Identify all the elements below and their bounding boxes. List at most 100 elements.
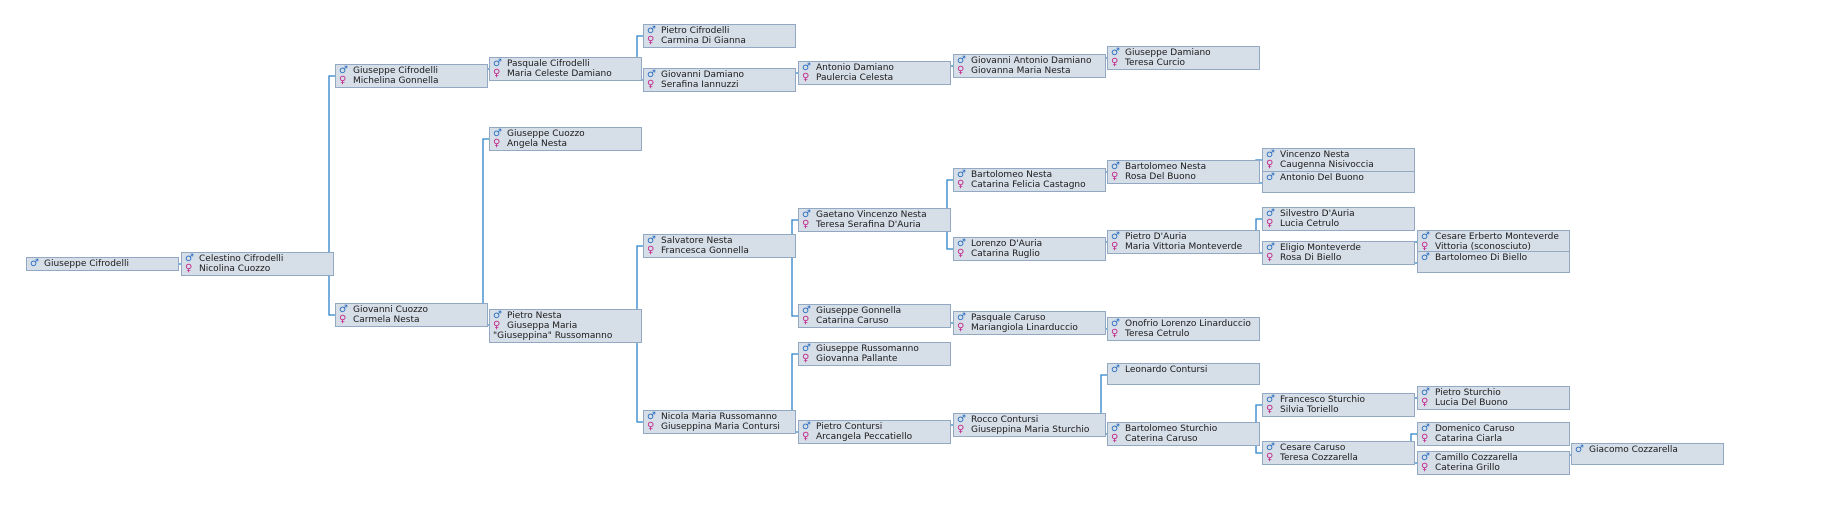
male-name: Vincenzo Nesta [1280, 150, 1350, 160]
person-card-pmmmmmmmm[interactable]: ♂Camillo Cozzarella♀Caterina Grillo [1417, 451, 1570, 475]
female-symbol-icon: ♀ [647, 245, 655, 256]
male-symbol-icon: ♂ [802, 305, 811, 316]
person-card-pmmppmpmm[interactable]: ♂Bartolomeo Di Biello [1417, 251, 1570, 273]
person-card-pmmpmmm[interactable]: ♂Onofrio Lorenzo Linarduccio♀Teresa Cetr… [1107, 317, 1260, 341]
male-entry: ♂Antonio Del Buono [1266, 173, 1411, 184]
person-card-ppp[interactable]: ♂Pasquale Cifrodelli♀Maria Celeste Damia… [489, 57, 642, 81]
female-name: Arcangela Peccatiello [816, 432, 913, 442]
female-symbol-icon: ♀ [493, 138, 501, 149]
male-entry: ♂Celestino Cifrodelli [185, 254, 330, 265]
male-symbol-icon: ♂ [1266, 208, 1275, 219]
female-name: Teresa Cetrulo [1125, 329, 1190, 339]
person-card-pmmmmm[interactable]: ♂Rocco Contursi♀Giuseppina Maria Sturchi… [953, 413, 1106, 437]
person-card-pmmppmpmp[interactable]: ♂Cesare Erberto Monteverde♀Vittoria (sco… [1417, 230, 1570, 254]
person-card-pmmpppp[interactable]: ♂Bartolomeo Nesta♀Rosa Del Buono [1107, 160, 1260, 184]
male-name: Lorenzo D'Auria [971, 239, 1043, 249]
female-entry: ♀Teresa Cozzarella [1266, 453, 1411, 464]
female-entry: ♀ Teresa Cetrulo [1111, 328, 1256, 340]
person-card-pmmpp[interactable]: ♂Gaetano Vincenzo Nesta♀Teresa Serafina … [798, 208, 951, 232]
person-card-pmmmmmm[interactable]: ♂Bartolomeo Sturchio♀Caterina Caruso [1107, 422, 1260, 446]
female-entry: ♀ Lucia Cetrulo [1266, 218, 1411, 230]
female-entry: ♀Carmela Nesta [339, 315, 484, 326]
person-card-pm[interactable]: ♂Giovanni Cuozzo♀Carmela Nesta [335, 303, 488, 327]
connector-p-pp [328, 75, 335, 265]
female-entry: ♀Mariangiola Linarduccio [957, 323, 1102, 334]
female-symbol-icon: ♀ [1111, 328, 1119, 339]
male-symbol-icon: ♂ [802, 343, 811, 354]
person-card-pmmppp[interactable]: ♂Bartolomeo Nesta♀Catarina Felicia Casta… [953, 168, 1106, 192]
female-name: Caterina Caruso [1125, 434, 1198, 444]
female-symbol-icon: ♀ [1421, 397, 1429, 408]
male-name: Nicola Maria Russomanno [661, 412, 778, 422]
person-card-pppmmm[interactable]: ♂Giovanni Antonio Damiano♀Giovanna Maria… [953, 54, 1106, 78]
male-symbol-icon: ♂ [1111, 161, 1120, 172]
male-entry: ♂Cesare Erberto Monteverde [1421, 232, 1566, 243]
male-entry: ♂Pasquale Caruso [957, 313, 1102, 324]
female-symbol-icon: ♀ [1111, 57, 1119, 68]
female-symbol-icon: ♀ [493, 68, 501, 79]
male-entry: ♂Bartolomeo Nesta [1111, 161, 1256, 173]
male-entry: ♂Pietro D'Auria [1111, 232, 1256, 243]
male-name: Celestino Cifrodelli [199, 254, 284, 264]
person-card-pmmmp[interactable]: ♂Giuseppe Russomanno♀Giovanna Pallante [798, 342, 951, 366]
male-symbol-icon: ♂ [1266, 242, 1275, 253]
person-card-pmmpm[interactable]: ♂Giuseppe Gonnella♀Catarina Caruso [798, 304, 951, 328]
person-card-p[interactable]: ♂Celestino Cifrodelli♀Nicolina Cuozzo [181, 252, 334, 276]
male-name: Cesare Caruso [1280, 443, 1346, 453]
connector-pm-pmp [482, 138, 489, 316]
male-entry: ♂Pietro Nesta [493, 310, 638, 322]
person-card-pmmmmmmpm[interactable]: ♂Pietro Sturchio♀Lucia Del Buono [1417, 386, 1570, 410]
female-symbol-icon: ♀ [1421, 241, 1429, 252]
female-name: Giuseppina Maria Sturchio [971, 425, 1090, 435]
person-card-pmp[interactable]: ♂Giuseppe Cuozzo♀Angela Nesta [489, 127, 642, 151]
male-name: Francesco Sturchio [1280, 395, 1366, 405]
female-name: Serafina Iannuzzi [661, 80, 739, 90]
male-entry: ♂Bartolomeo Sturchio [1111, 423, 1256, 435]
person-card-pmmp[interactable]: ♂Salvatore Nesta♀Francesca Gonnella [643, 234, 796, 258]
person-card-pppp[interactable]: ♂Pietro Cifrodelli♀Carmina Di Gianna [643, 24, 796, 48]
person-card-pmmppppm[interactable]: ♂Antonio Del Buono [1262, 171, 1415, 193]
male-entry: ♂Bartolomeo Di Biello [1421, 253, 1566, 264]
female-name: Lucia Cetrulo [1280, 219, 1340, 229]
male-entry: ♂Giuseppe Cifrodelli [30, 258, 175, 270]
person-card-person[interactable]: ♂Giuseppe Cifrodelli [26, 257, 179, 271]
male-symbol-icon: ♂ [493, 58, 502, 69]
person-card-pmmmmmmmmm[interactable]: ♂Giacomo Cozzarella [1571, 443, 1724, 465]
male-name: Pietro Sturchio [1435, 388, 1501, 398]
person-card-pmmmmmmmp[interactable]: ♂Domenico Caruso♀Catarina Ciarla [1417, 422, 1570, 446]
person-card-pppmm[interactable]: ♂Antonio Damiano♀Paulercia Celesta [798, 61, 951, 85]
male-name: Giovanni Cuozzo [353, 305, 429, 315]
female-symbol-icon: ♀ [1266, 218, 1274, 229]
male-symbol-icon: ♂ [1111, 423, 1120, 434]
person-card-pmmppmp[interactable]: ♂Pietro D'Auria♀Maria Vittoria Monteverd… [1107, 230, 1260, 254]
person-card-pmm[interactable]: ♂Pietro Nesta♀Giuseppa Maria "Giuseppina… [489, 309, 642, 343]
person-card-pmmppmpp[interactable]: ♂ Silvestro D'Auria ♀ Lucia Cetrulo [1262, 207, 1415, 231]
person-card-pmmmmmmp[interactable]: ♂Francesco Sturchio♀Silvia Toriello [1262, 393, 1415, 417]
person-card-pppm[interactable]: ♂Giovanni Damiano♀Serafina Iannuzzi [643, 68, 796, 92]
female-symbol-icon: ♀ [802, 353, 810, 364]
male-entry: ♂Cesare Caruso [1266, 443, 1411, 454]
male-entry: ♂Rocco Contursi [957, 415, 1102, 426]
male-name: Camillo Cozzarella [1435, 453, 1518, 463]
male-name: Silvestro D'Auria [1280, 209, 1355, 219]
male-symbol-icon: ♂ [1421, 387, 1430, 398]
person-card-pmmppppp[interactable]: ♂Vincenzo Nesta♀Caugenna Nisivoccia [1262, 148, 1415, 172]
person-card-pmmppm[interactable]: ♂Lorenzo D'Auria♀Catarina Ruglio [953, 237, 1106, 261]
person-card-pmmppmpm[interactable]: ♂Eligio Monteverde♀Rosa Di Biello [1262, 241, 1415, 265]
male-symbol-icon: ♂ [30, 258, 39, 269]
person-card-pppmmmm[interactable]: ♂Giuseppe Damiano♀Teresa Curcio [1107, 46, 1260, 70]
person-card-pmmpmm[interactable]: ♂Pasquale Caruso♀Mariangiola Linarduccio [953, 311, 1106, 335]
person-card-pmmmmmmm[interactable]: ♂Cesare Caruso♀Teresa Cozzarella [1262, 441, 1415, 465]
person-card-pmmm[interactable]: ♂Nicola Maria Russomanno♀Giuseppina Mari… [643, 410, 796, 434]
person-card-pmmmmmp[interactable]: ♂Leonardo Contursi [1107, 363, 1260, 385]
male-symbol-icon: ♂ [957, 55, 966, 66]
female-symbol-icon: ♀ [493, 320, 501, 331]
person-card-pp[interactable]: ♂Giuseppe Cifrodelli♀Michelina Gonnella [335, 64, 488, 88]
male-name: Pietro Contursi [816, 422, 883, 432]
male-symbol-icon: ♂ [957, 169, 966, 180]
female-name: Giuseppina Maria Contursi [661, 422, 780, 432]
male-symbol-icon: ♂ [493, 310, 502, 321]
female-entry: ♀Giuseppina Maria Sturchio [957, 425, 1102, 436]
person-card-pmmmm[interactable]: ♂Pietro Contursi♀Arcangela Peccatiello [798, 420, 951, 444]
male-name: Domenico Caruso [1435, 424, 1515, 434]
